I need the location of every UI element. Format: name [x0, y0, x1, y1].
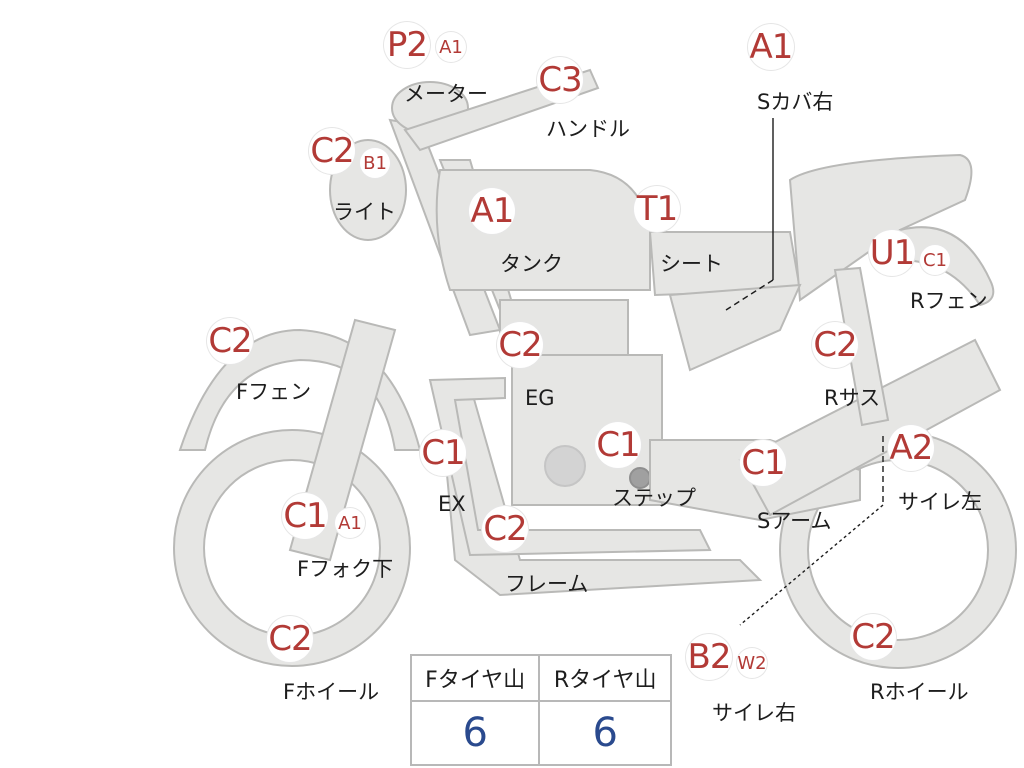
rear-fender-condition-code: U1	[869, 230, 915, 276]
side-cover-right-label: Sカバ右	[757, 90, 834, 114]
silencer-left-condition-code: A2	[888, 425, 934, 471]
tyre-tread-table: Fタイヤ山 Rタイヤ山 6 6	[409, 654, 672, 766]
side-cover-right-condition-code: A1	[748, 24, 794, 70]
swing-arm-condition-code: C1	[740, 440, 786, 486]
front-fork-lower-sub-code: A1	[335, 508, 365, 538]
tyre-value-rear: 6	[538, 700, 672, 766]
step-condition-code: C1	[595, 422, 641, 468]
silencer-right-condition-code: B2	[686, 634, 732, 680]
engine-condition-code: C2	[497, 322, 543, 368]
front-fender-condition-code: C2	[207, 318, 253, 364]
front-fork-lower-condition-code: C1	[282, 493, 328, 539]
tyre-table-value-row: 6 6	[409, 700, 672, 766]
meter-condition-code: P2	[384, 22, 430, 68]
rear-fender-label: Rフェン	[910, 289, 988, 313]
frame-condition-code: C2	[482, 506, 528, 552]
tyre-header-front: Fタイヤ山	[409, 654, 541, 702]
leader-lines	[725, 118, 884, 626]
silencer-right-label: サイレ右	[712, 701, 796, 725]
tyre-value-front: 6	[409, 700, 541, 766]
light-condition-code: C2	[309, 128, 355, 174]
swing-arm-label: Sアーム	[757, 509, 832, 533]
exhaust-condition-code: C1	[420, 430, 466, 476]
silencer-shape	[738, 338, 1002, 517]
exhaust-shape	[428, 376, 712, 557]
front-fender-label: Fフェン	[236, 380, 312, 404]
engine-label: EG	[525, 386, 555, 410]
tank-condition-code: A1	[469, 188, 515, 234]
rear-suspension-label: Rサス	[824, 386, 881, 410]
front-wheel-condition-code: C2	[267, 616, 313, 662]
step-label: ステップ	[612, 486, 696, 510]
exhaust-label: EX	[438, 492, 466, 516]
handle-condition-code: C3	[537, 57, 583, 103]
silencer-right-sub-code: W2	[737, 648, 767, 678]
meter-label: メーター	[404, 82, 488, 106]
tank-label: タンク	[500, 252, 563, 276]
light-label: ライト	[333, 200, 396, 224]
light-sub-code: B1	[360, 148, 390, 178]
rear-suspension-shape	[833, 266, 890, 427]
frame-label: フレーム	[505, 572, 589, 596]
rear-fender-sub-code: C1	[920, 245, 950, 275]
seat-condition-code: T1	[634, 186, 680, 232]
rear-wheel-label: Rホイール	[870, 680, 969, 704]
side-cover-shape	[668, 283, 802, 372]
front-wheel-label: Fホイール	[283, 680, 380, 704]
rear-suspension-condition-code: C2	[812, 322, 858, 368]
meter-sub-code: A1	[436, 32, 466, 62]
tyre-table-header-row: Fタイヤ山 Rタイヤ山	[409, 654, 672, 702]
silencer-left-label: サイレ左	[898, 490, 982, 514]
seat-label: シート	[660, 252, 723, 276]
tyre-header-rear: Rタイヤ山	[538, 654, 672, 702]
front-fork-lower-label: Fフォク下	[297, 557, 394, 581]
rear-wheel-condition-code: C2	[850, 614, 896, 660]
handle-label: ハンドル	[546, 117, 630, 141]
